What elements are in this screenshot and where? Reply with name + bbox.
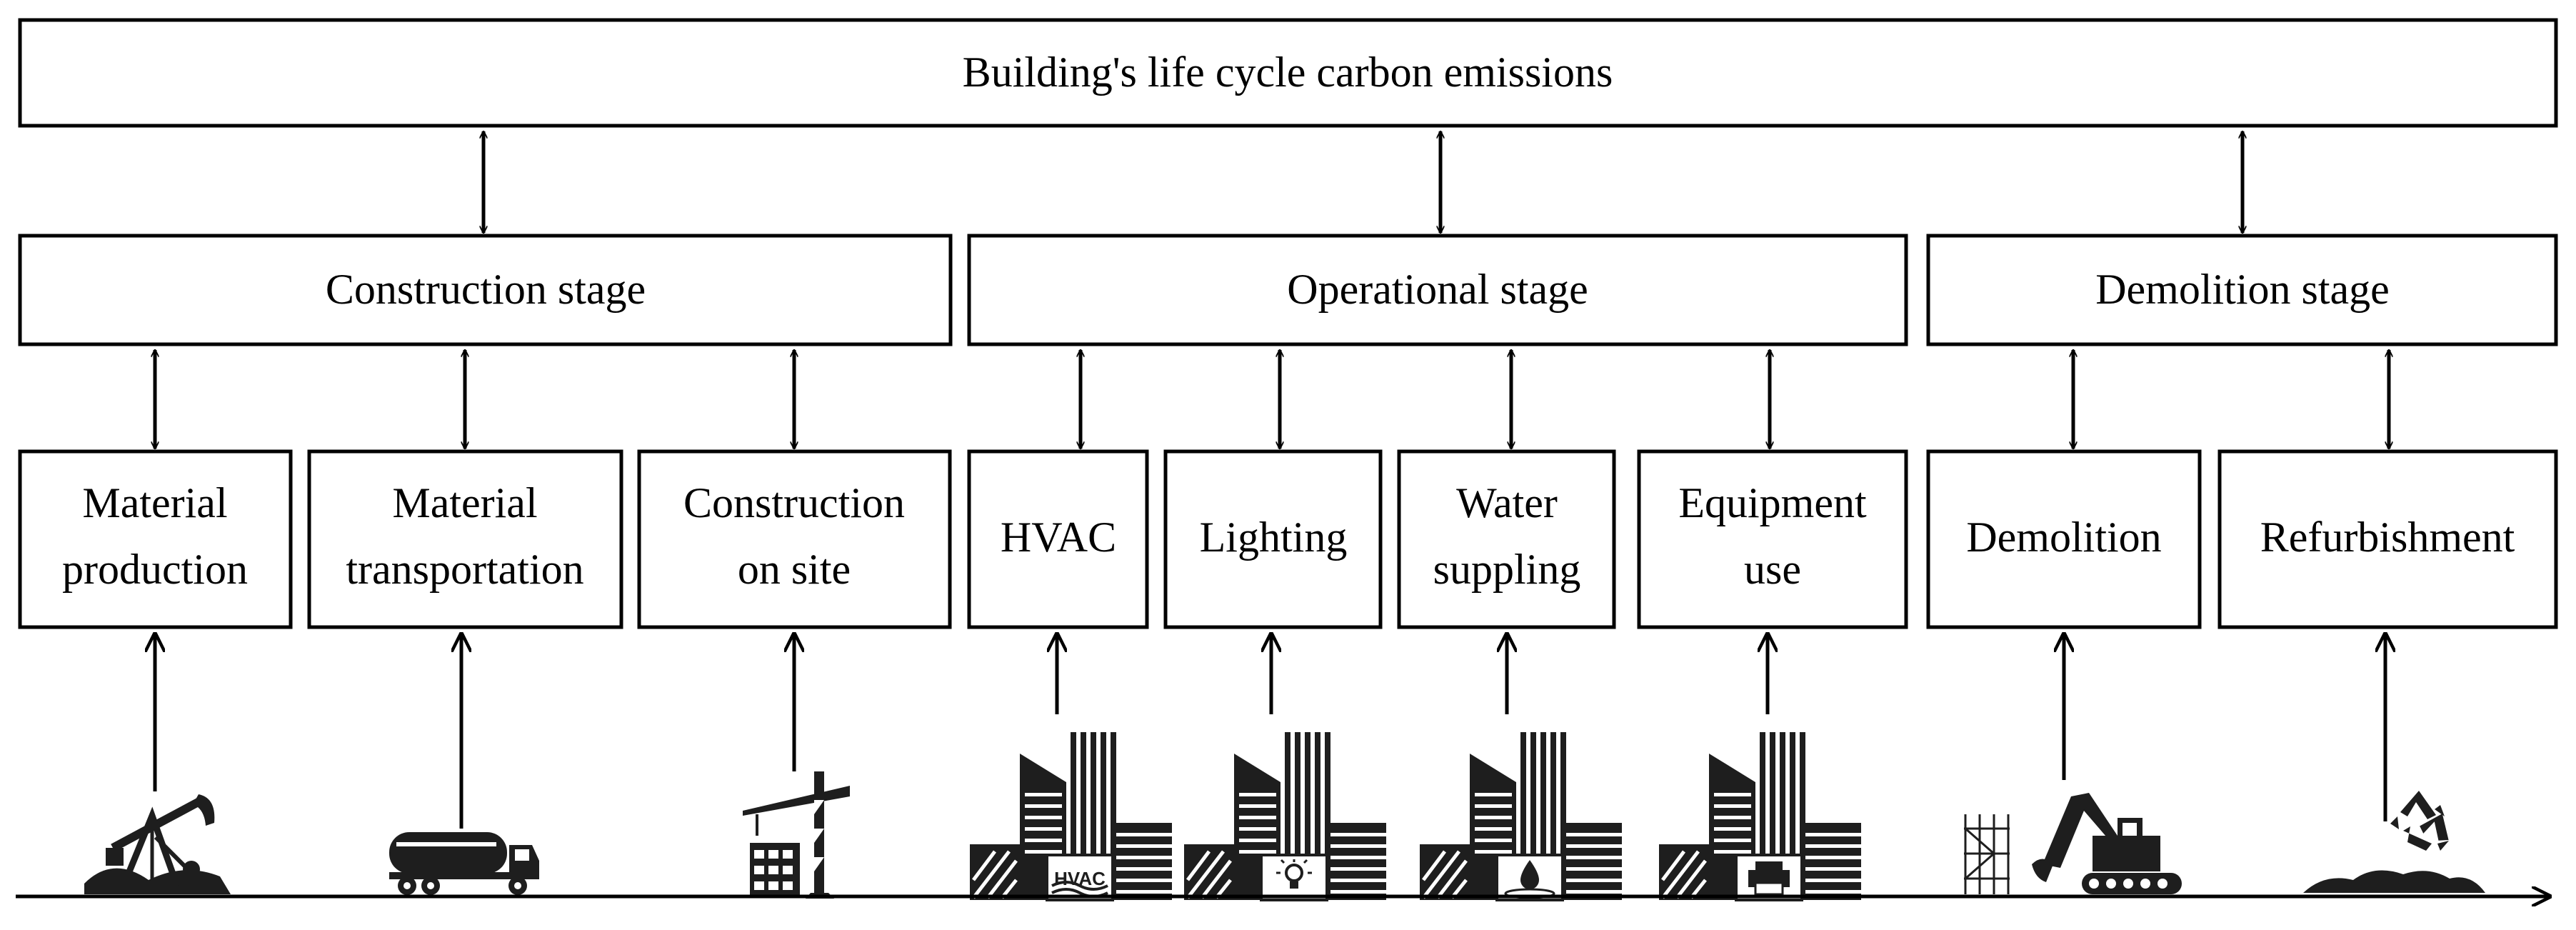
activity-box-material-transportation: Material transportation xyxy=(307,449,623,629)
activity-label-line1: Material xyxy=(82,479,227,526)
building-printer-icon xyxy=(1659,732,1861,900)
building-water-drop-icon xyxy=(1420,732,1622,900)
activity-label-line2: on site xyxy=(738,546,851,593)
activity-label-line1: Refurbishment xyxy=(2260,514,2515,561)
activity-box-demolition: Demolition xyxy=(1926,449,2202,629)
construction-crane-icon xyxy=(743,771,850,899)
oil-pump-icon xyxy=(84,794,231,894)
title-stage-arrows xyxy=(483,131,2242,233)
activity-label-line2: suppling xyxy=(1433,546,1581,593)
tanker-truck-icon xyxy=(389,832,539,895)
activity-label-line1: Material xyxy=(392,479,537,526)
excavator-icon xyxy=(1964,793,2182,894)
stage-label-operational: Operational stage xyxy=(1287,266,1588,313)
activity-box-construction-on-site: Construction on site xyxy=(637,449,952,629)
building-lightbulb-icon xyxy=(1184,732,1386,900)
activity-label-line1: Lighting xyxy=(1200,514,1348,561)
recycle-icon xyxy=(2303,791,2485,893)
title-box: Building's life cycle carbon emissions xyxy=(18,18,2558,128)
activity-label-line1: Equipment xyxy=(1678,479,1867,526)
activity-label-line2: transportation xyxy=(346,546,583,593)
activity-label-line1: HVAC xyxy=(1001,514,1116,561)
activity-box-hvac: HVAC xyxy=(967,449,1149,629)
stage-label-demolition: Demolition stage xyxy=(2095,266,2390,313)
activity-box-refurbishment: Refurbishment xyxy=(2217,449,2558,629)
stage-box-operational: Operational stage xyxy=(967,234,1908,346)
activity-box-material-production: Material production xyxy=(18,449,293,629)
stage-box-construction: Construction stage xyxy=(18,234,953,346)
activity-label-line2: production xyxy=(62,546,248,593)
activity-box-equipment-use: Equipment use xyxy=(1637,449,1908,629)
activity-box-water-suppling: Water suppling xyxy=(1397,449,1616,629)
activity-box-lighting: Lighting xyxy=(1163,449,1383,629)
activity-label-line1: Demolition xyxy=(1966,514,2161,561)
icon-activity-arrows xyxy=(155,634,2385,829)
stage-label-construction: Construction stage xyxy=(326,266,646,313)
activity-label-line1: Water xyxy=(1456,479,1558,526)
activity-label-line1: Construction xyxy=(683,479,905,526)
diagram-title: Building's life cycle carbon emissions xyxy=(963,49,1613,96)
building-hvac-icon: HVAC xyxy=(970,732,1172,900)
stage-activity-arrows xyxy=(155,350,2389,449)
stage-box-demolition: Demolition stage xyxy=(1926,234,2558,346)
activity-label-line2: use xyxy=(1744,546,1801,593)
